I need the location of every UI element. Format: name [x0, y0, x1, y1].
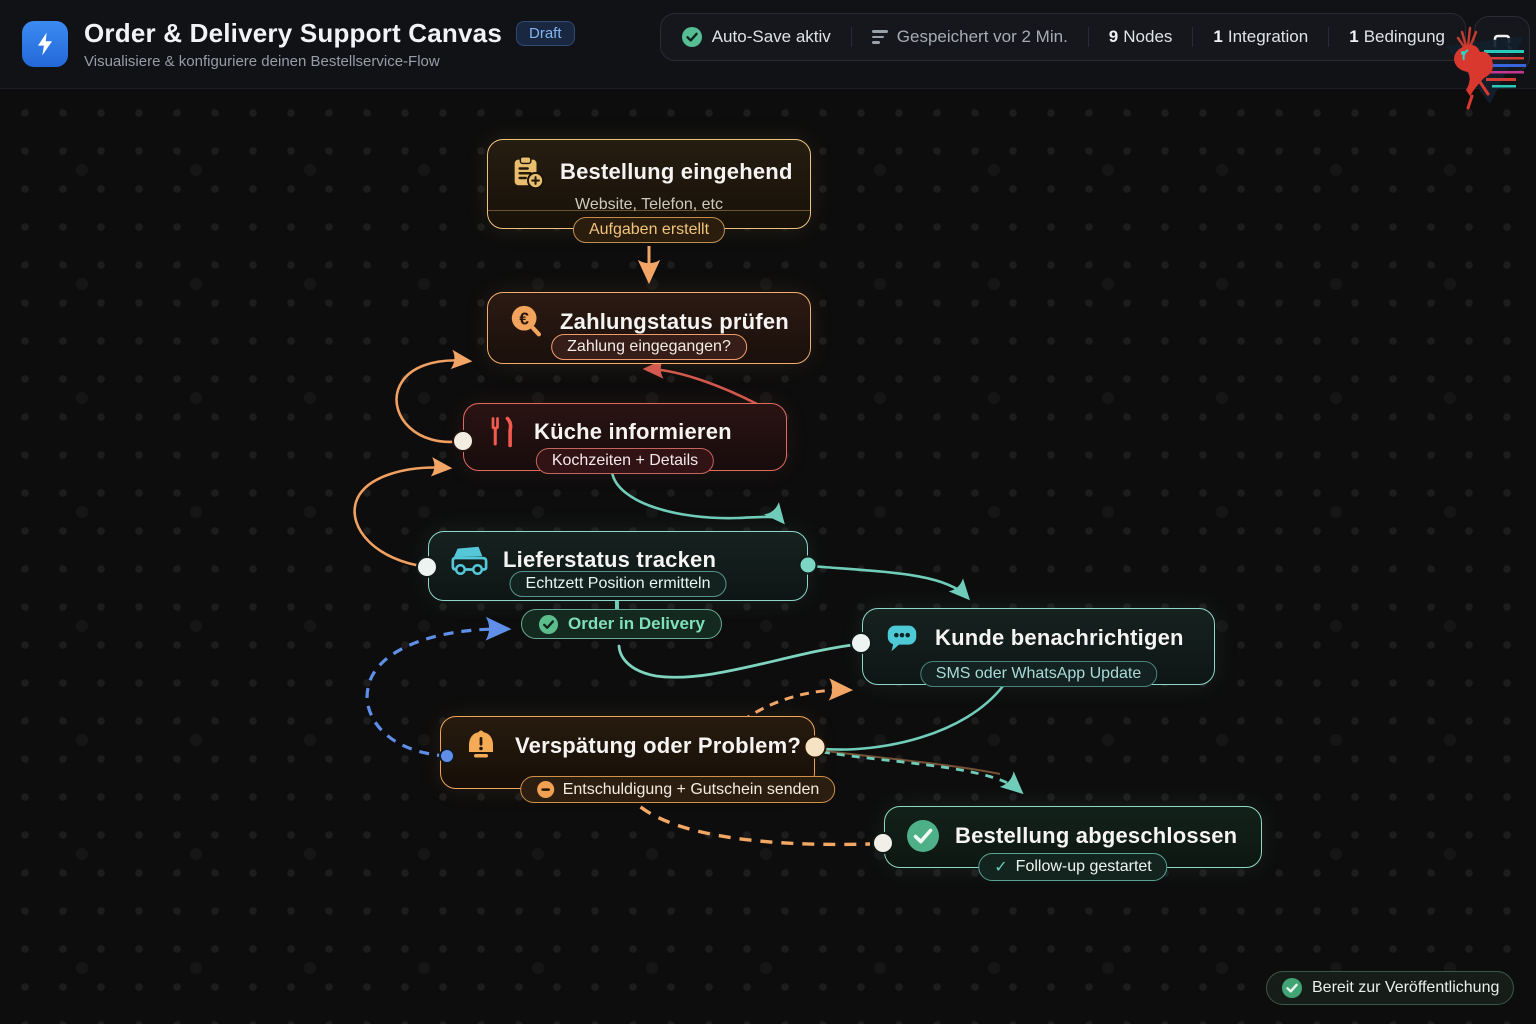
- node-title: Verspätung oder Problem?: [515, 733, 801, 758]
- euro-magnifier-icon: €: [508, 303, 546, 341]
- node-badge[interactable]: Kochzeiten + Details: [535, 448, 715, 474]
- svg-text:€: €: [519, 309, 529, 328]
- node-title: Bestellung abgeschlossen: [955, 823, 1238, 848]
- node-title: Lieferstatus tracken: [503, 547, 717, 572]
- lightning-bolt-icon: [37, 32, 53, 56]
- node-customer-notify[interactable]: Kunde benachrichtigen SMS oder WhatsApp …: [862, 608, 1215, 687]
- node-divider: [488, 210, 810, 211]
- order-in-delivery-pill[interactable]: Order in Delivery: [521, 609, 723, 639]
- status-badge-draft: Draft: [516, 21, 575, 46]
- node-subtitle: Website, Telefon, etc: [575, 196, 723, 213]
- node-order-incoming[interactable]: Bestellung eingehend Website, Telefon, e…: [487, 139, 811, 243]
- fork-knife-icon: [484, 413, 520, 451]
- page-subtitle: Visualisiere & konfiguriere deinen Beste…: [84, 53, 440, 70]
- check-icon: ✓: [994, 859, 1008, 876]
- node-badge[interactable]: ✓ Follow-up gestartet: [978, 853, 1168, 881]
- node-title: Kunde benachrichtigen: [935, 625, 1184, 650]
- minus-circle-icon: [536, 780, 554, 799]
- truck-icon: [449, 541, 489, 579]
- saved-status: Gespeichert vor 2 Min.: [850, 27, 1088, 47]
- node-delay-problem[interactable]: Verspätung oder Problem? Entschuldigung …: [440, 716, 836, 803]
- node-delivery-track[interactable]: Lieferstatus tracken Echtzett Position e…: [428, 531, 808, 601]
- node-title: Zahlungstatus prüfen: [560, 309, 789, 334]
- node-badge[interactable]: SMS oder WhatsApp Update: [919, 661, 1158, 687]
- saved-lines-icon: [871, 30, 888, 44]
- node-order-complete[interactable]: Bestellung abgeschlossen ✓ Follow-up ges…: [884, 806, 1262, 881]
- alert-bell-icon: [461, 726, 501, 766]
- export-button[interactable]: [1474, 16, 1530, 72]
- node-badge[interactable]: Echtzett Position ermitteln: [509, 571, 727, 597]
- node-title: Bestellung eingehend: [560, 159, 793, 184]
- check-circle-icon: [1282, 978, 1302, 998]
- autosave-status: Auto-Save aktiv: [661, 26, 851, 48]
- header-bar: Order & Delivery Support Canvas Draft Vi…: [0, 0, 1536, 89]
- clipboard-plus-icon: [508, 153, 546, 191]
- check-circle-icon: [681, 27, 702, 47]
- canvas-stats-bar: Auto-Save aktiv Gespeichert vor 2 Min. 9…: [659, 13, 1466, 61]
- node-payment-check[interactable]: € Zahlungstatus prüfen Zahlung eingegang…: [487, 292, 811, 364]
- ready-to-publish-pill[interactable]: Bereit zur Veröffentlichung: [1266, 971, 1515, 1005]
- node-badge[interactable]: Entschuldigung + Gutschein senden: [519, 776, 836, 803]
- page-title: Order & Delivery Support Canvas: [84, 18, 502, 48]
- check-circle-icon: [905, 818, 941, 854]
- node-title: Küche informieren: [534, 419, 732, 444]
- export-icon: [1493, 34, 1515, 54]
- node-badge[interactable]: Aufgaben erstellt: [572, 217, 726, 243]
- check-circle-icon: [538, 614, 559, 634]
- node-kitchen-inform[interactable]: Küche informieren Kochzeiten + Details: [463, 403, 787, 474]
- chat-bubble-icon: [883, 619, 921, 657]
- app-logo[interactable]: [22, 21, 68, 67]
- node-badge[interactable]: Zahlung eingegangen?: [551, 334, 747, 360]
